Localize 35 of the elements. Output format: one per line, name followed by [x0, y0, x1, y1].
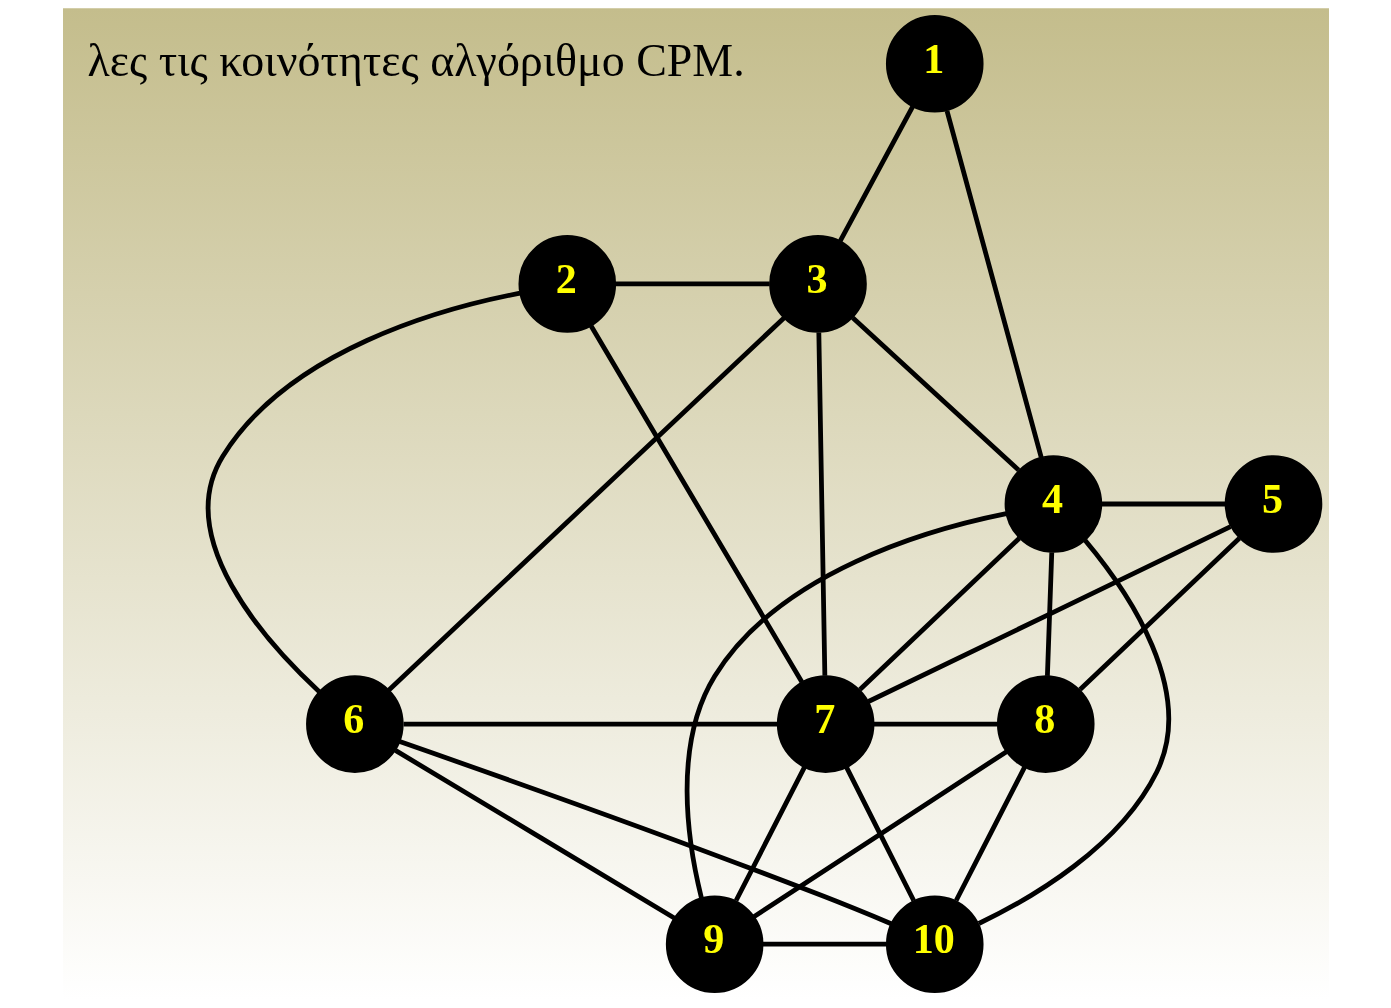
connector — [393, 748, 675, 920]
connector — [873, 721, 997, 727]
connector — [866, 524, 1232, 704]
connector — [403, 721, 777, 727]
connector — [857, 536, 1021, 692]
connector — [837, 105, 915, 242]
connector — [815, 332, 827, 676]
connector — [386, 316, 786, 692]
connector — [614, 281, 770, 287]
connector — [1101, 501, 1225, 507]
connector — [733, 766, 807, 902]
node-circle: 10 — [885, 895, 984, 993]
connector — [588, 324, 804, 684]
node-circle: 4 — [1004, 455, 1102, 553]
node-circle: 3 — [768, 235, 867, 333]
connector — [850, 315, 1020, 472]
node-circle: 9 — [665, 895, 763, 993]
connector — [843, 766, 916, 902]
connector — [684, 511, 1007, 899]
connector — [762, 941, 886, 947]
node-circle: 7 — [776, 675, 874, 773]
connector — [1077, 536, 1241, 692]
connector — [1044, 552, 1054, 676]
label: λες τις κοινότητες αλγόριθμο CPM. — [87, 34, 745, 86]
connector — [205, 290, 521, 694]
node-circle: 5 — [1224, 455, 1322, 553]
connector — [953, 766, 1027, 902]
connector — [752, 749, 1008, 919]
connector — [398, 739, 892, 926]
node-circle: 6 — [305, 675, 404, 773]
connector — [944, 110, 1044, 458]
node-circle: 2 — [518, 235, 616, 333]
node-circle: 8 — [996, 675, 1095, 773]
connector — [977, 538, 1171, 926]
node-circle: 1 — [885, 15, 984, 113]
